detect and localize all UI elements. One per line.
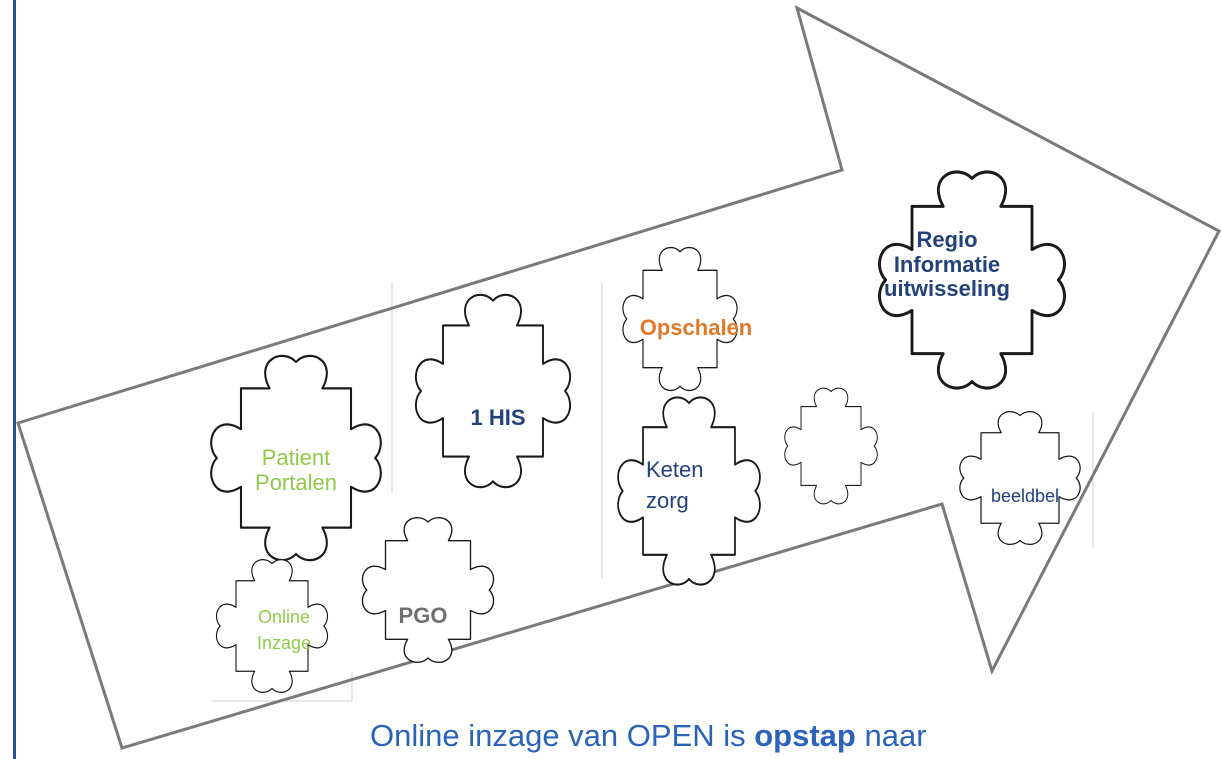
caption-before: Online inzage van OPEN is [370,718,755,753]
beeldbel-label: beeldbel [990,486,1060,506]
regio-line-2: Informatie [893,251,1001,277]
caption-emphasis: opstap [754,718,856,753]
online-line-2: Inzage [256,633,312,654]
pgo-label: PGO [398,603,448,628]
keten-line-1: Keten [646,457,704,482]
caption-after: naar [855,718,927,753]
patient-line-2: Portalen [255,469,337,495]
opschalen-label: Opschalen [639,315,753,340]
online-line-1: Online [257,607,311,627]
guide-lines [212,282,1094,702]
regio-label: Regio Informatie uitwisseling [862,227,1032,302]
his-label: 1 HIS [470,405,526,430]
puzzle-piece-blank-small [784,387,878,505]
patient-portalen-label: Patient Portalen [232,445,360,495]
arrow-outline [16,5,1221,750]
puzzle-piece-his [415,294,571,488]
keten-line-2: zorg [646,487,689,513]
puzzle-piece-pgo [362,517,494,663]
puzzle-piece-beeldbel [959,411,1081,545]
ketenzorg-label: Keten zorg [646,457,704,513]
online-inzage-label: Online Inzage [234,604,334,656]
regio-line-1: Regio [916,227,978,252]
regio-line-3: uitwisseling [884,276,1010,302]
patient-line-1: Patient [261,445,331,470]
caption-text: Online inzage van OPEN is opstap naar [370,718,927,754]
left-border-rule [13,0,16,759]
